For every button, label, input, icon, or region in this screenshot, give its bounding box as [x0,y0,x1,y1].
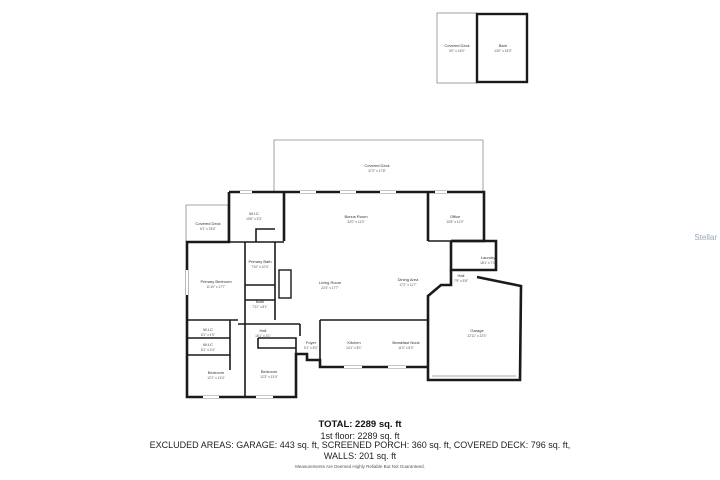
room-dims-office: 10'8" x 11'0" [446,220,463,224]
detached-structures [436,12,529,84]
room-dims-living-room: 22'4" x 17'7" [321,286,338,290]
room-name-wic-mid: W.I.C [203,327,213,332]
room-name-kitchen: Kitchen [347,340,360,345]
room-name-primary-bedroom: Primary Bedroom [200,279,232,284]
covered-deck-small-outline [436,12,478,84]
excluded-areas: EXCLUDED AREAS: GARAGE: 443 sq. ft, SCRE… [149,440,571,450]
room-dims-breakfast-nook: 11'0" x 8'0" [398,346,413,350]
room-dims-wic-top: 10'8" x 5'3" [246,217,262,221]
room-dims-laundry: 18'1" x 7'0" [480,261,496,265]
room-dims-bedroom-1: 12'1" x 13'4" [207,376,224,380]
room-name-dining-area: Dining Area [398,277,419,282]
disclaimer-note: Measurements Are Deemed Highly Reliable … [295,464,425,469]
room-name-wic-top: W.I.C [249,211,259,216]
room-dims-kitchen: 14'1" x 8'1" [346,346,362,350]
room-dims-bonus-room: 32'0" x 11'0" [347,220,364,224]
room-dims-primary-bath: 7'10" x 10'4" [251,265,268,269]
room-name-bedroom-2: Bedroom [261,369,278,374]
room-name-barn: Barn [499,43,507,48]
room-dims-covered-deck-small: 5'0" x 16'0" [449,49,465,53]
room-dims-garage: 22'11" x 22'3" [467,334,486,338]
room-dims-bath: 7'11" x 8'1" [252,305,267,309]
room-dims-hall-right: 7'9" x 5'8" [454,279,468,283]
room-name-covered-deck-left: Covered Deck [195,221,220,226]
room-dims-barn: 13'0" x 15'3" [494,49,511,53]
room-dims-hall-left: 18'1" x 3'1" [255,334,271,338]
room-dims-wic-low: 8'1" x 3'4" [201,348,215,352]
room-name-bonus-room: Bonus Room [344,214,368,219]
room-name-living-room: Living Room [319,280,342,285]
covered-deck-large-outline [273,139,484,191]
room-name-garage: Garage [470,328,484,333]
room-name-covered-deck-small: Covered Deck [444,43,469,48]
room-labels: Covered Deck 5'0" x 16'0" Barn 13'0" x 1… [195,43,511,380]
room-dims-covered-deck-large: 47'2" x 17'8" [368,169,385,173]
room-dims-covered-deck-left: 6'1" x 25'0" [200,227,216,231]
interior-walls [187,228,451,397]
first-floor-area: 1st floor: 2289 sq. ft [320,431,400,441]
room-dims-foyer: 5'1" x 8'0" [304,346,318,350]
room-name-foyer: Foyer [306,340,317,345]
room-name-covered-deck-large: Covered Deck [364,163,389,168]
room-name-office: Office [450,214,461,219]
total-area: TOTAL: 2289 sq. ft [318,419,402,430]
room-dims-dining-area: 17'2" x 11'7" [399,283,416,287]
room-name-laundry: Laundry [481,255,495,260]
room-dims-bedroom-2: 12'3" x 13'4" [260,375,277,379]
barn-walls [475,12,529,84]
room-name-bedroom-1: Bedroom [208,370,225,375]
room-name-wic-low: W.I.C [203,342,213,347]
room-dims-wic-mid: 8'1" x 4'0" [201,333,215,337]
room-name-hall-right: Hall [458,273,465,278]
room-name-primary-bath: Primary Bath [248,259,271,264]
room-name-breakfast-nook: Breakfast Nook [392,340,419,345]
room-name-bath: Bath [256,299,264,304]
walls-area: WALLS: 201 sq. ft [323,451,397,461]
window-marks [186,191,447,398]
room-name-hall-left: Hall [260,328,267,333]
watermark-logo: Stellar [694,233,717,242]
room-dims-primary-bedroom: 11'10" x 17'7" [206,285,225,289]
